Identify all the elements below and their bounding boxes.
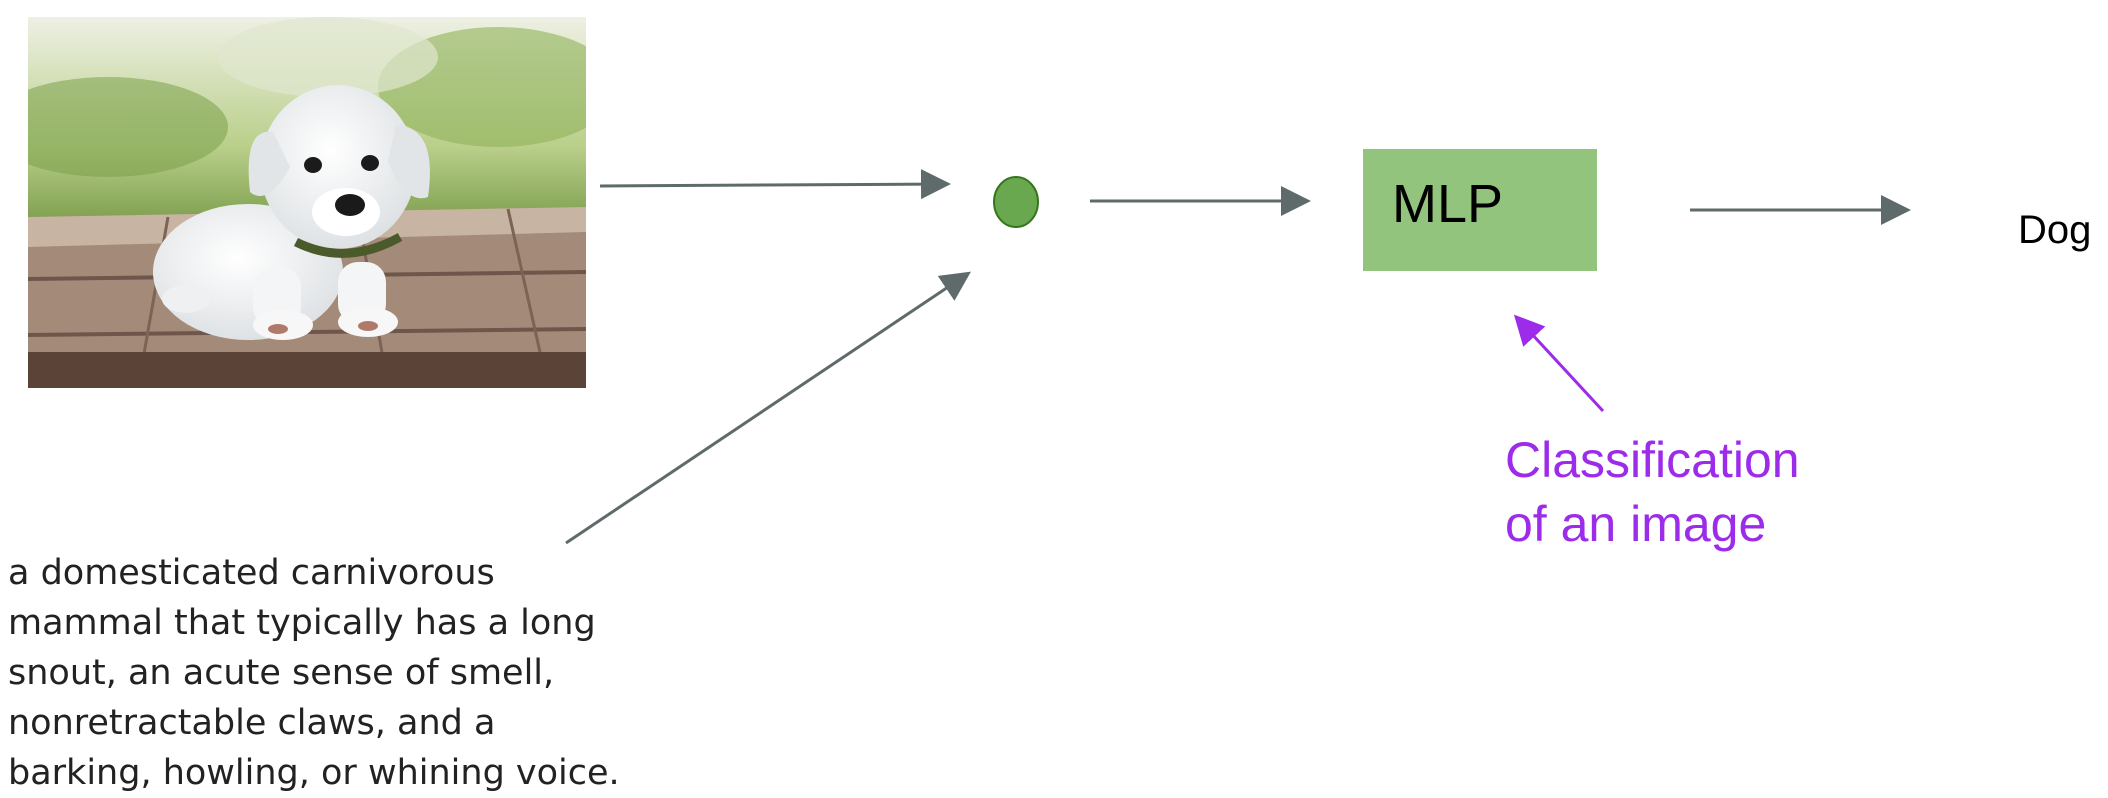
fusion-node bbox=[993, 176, 1039, 228]
description-line: nonretractable claws, and a bbox=[8, 703, 496, 743]
description-line: mammal that typically has a long bbox=[8, 603, 596, 643]
image-to-node-arrow bbox=[599, 169, 951, 200]
description-line: barking, howling, or whining voice. bbox=[8, 753, 620, 793]
description-line: snout, an acute sense of smell, bbox=[8, 653, 555, 693]
annotation-line: of an image bbox=[1505, 496, 1767, 552]
text-to-node-arrow bbox=[565, 271, 971, 545]
classification-annotation: Classification of an image bbox=[1505, 428, 1800, 556]
input-dog-image bbox=[28, 17, 586, 388]
annotation-line: Classification bbox=[1505, 432, 1800, 488]
annotation-arrow bbox=[1513, 314, 1605, 413]
description-line: a domesticated carnivorous bbox=[8, 553, 495, 593]
output-class-label: Dog bbox=[2018, 208, 2092, 252]
text-description: a domesticated carnivorous mammal that t… bbox=[8, 548, 620, 798]
mlp-label: MLP bbox=[1392, 174, 1504, 234]
mlp-block: MLP bbox=[1363, 149, 1597, 271]
